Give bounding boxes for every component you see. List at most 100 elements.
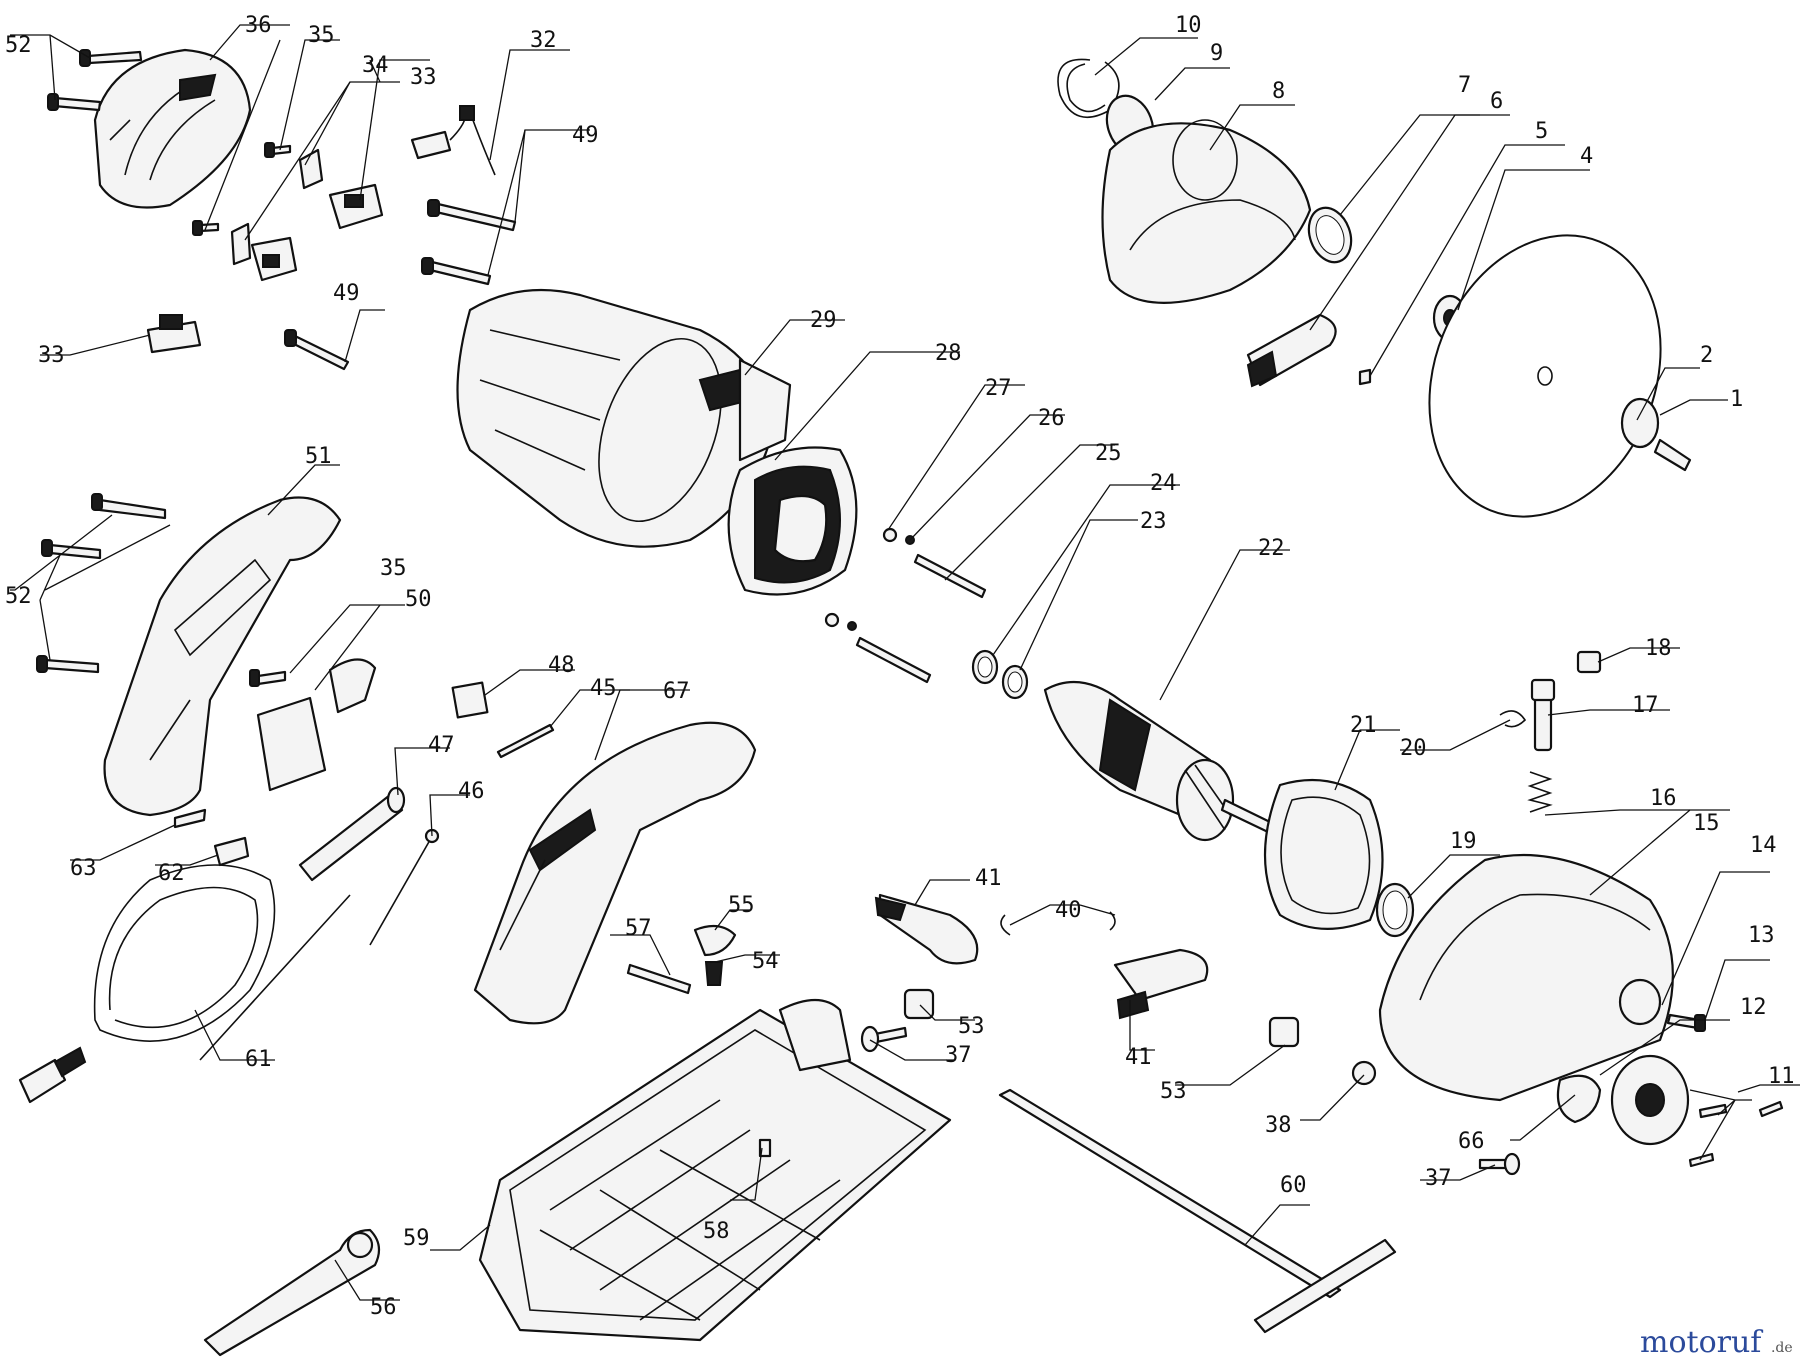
callout-38: 38: [1265, 1113, 1292, 1138]
wm-suffix: .de: [1771, 1340, 1793, 1356]
part-base-plate: [478, 999, 952, 1342]
part-rings: [971, 649, 1029, 700]
callout-4: 4: [1580, 144, 1593, 169]
callout-9: 9: [1210, 41, 1223, 66]
callout-14: 14: [1750, 833, 1777, 858]
callout-63: 63: [70, 856, 97, 881]
part-long-screws: [284, 199, 517, 371]
callout-51: 51: [305, 444, 332, 469]
callout-48: 48: [548, 653, 575, 678]
leader-lines: [10, 24, 1800, 1301]
callout-58: 58: [703, 1219, 730, 1244]
callout-52-left: 52: [5, 584, 32, 609]
part-handle-right: [473, 721, 757, 1025]
callout-49-top: 49: [572, 123, 599, 148]
svg-text:motoruf .de: motoruf .de: [1640, 1325, 1793, 1360]
callout-61: 61: [245, 1047, 272, 1072]
part-clips: [230, 148, 324, 266]
part-set-screw: [758, 1138, 772, 1158]
part-flange-assembly: [1610, 978, 1784, 1168]
callout-37-center: 37: [945, 1043, 972, 1068]
part-depth-levers: [860, 893, 1300, 1053]
callout-24: 24: [1150, 471, 1177, 496]
part-lower-guard: [1378, 854, 1674, 1102]
part-clip-ring: [1375, 710, 1527, 938]
watermark-logo: motoruf .de: [1640, 1325, 1793, 1360]
callout-23: 23: [1140, 509, 1167, 534]
part-lock-pin: [1527, 650, 1602, 813]
callout-29: 29: [810, 308, 837, 333]
callout-21: 21: [1350, 713, 1377, 738]
callout-59: 59: [403, 1226, 430, 1251]
callout-56: 56: [370, 1295, 397, 1320]
callout-50: 50: [405, 587, 432, 612]
callout-26: 26: [1038, 406, 1065, 431]
callout-19: 19: [1450, 829, 1477, 854]
callout-55: 55: [728, 893, 755, 918]
wm-letter-m: motoruf: [1640, 1325, 1763, 1360]
part-wrench: [203, 1228, 381, 1357]
callout-11: 11: [1768, 1064, 1795, 1089]
callout-67: 67: [663, 679, 690, 704]
part-washers-bolt: [1351, 1060, 1602, 1176]
callout-35-top: 35: [308, 23, 335, 48]
callout-41-bottom: 41: [1125, 1045, 1152, 1070]
callout-2: 2: [1700, 343, 1713, 368]
callout-6: 6: [1490, 89, 1503, 114]
callout-17: 17: [1632, 693, 1659, 718]
callout-18: 18: [1645, 636, 1672, 661]
callout-25: 25: [1095, 441, 1122, 466]
callout-13: 13: [1748, 923, 1775, 948]
callout-labels: 1 2 4 5 6 7 8 9 10 11 12 13 14 15 16 17 …: [5, 13, 1795, 1320]
part-end-cap: [93, 48, 252, 209]
part-field-stator: [727, 446, 858, 596]
part-screws-top: [47, 49, 143, 112]
callout-47: 47: [428, 733, 455, 758]
callout-49-left: 49: [333, 281, 360, 306]
callout-46: 46: [458, 779, 485, 804]
callout-35-mid: 35: [380, 556, 407, 581]
callout-33-left: 33: [38, 343, 65, 368]
part-brush: [410, 105, 496, 176]
part-brush-holders: [146, 183, 384, 354]
callout-36: 36: [245, 13, 272, 38]
callout-16: 16: [1650, 786, 1677, 811]
callout-52-top: 52: [5, 33, 32, 58]
callout-27: 27: [985, 376, 1012, 401]
part-clamp: [173, 808, 250, 867]
part-small-screws: [192, 142, 292, 236]
callout-34: 34: [362, 53, 389, 78]
part-levers-small: [626, 924, 737, 995]
part-washers-rod: [824, 527, 987, 684]
callout-1: 1: [1730, 387, 1743, 412]
part-saw-blade: [1428, 234, 1692, 518]
callout-20: 20: [1400, 736, 1427, 761]
part-armature: [1043, 680, 1272, 842]
callout-54: 54: [752, 949, 779, 974]
callout-8: 8: [1272, 79, 1285, 104]
callout-32: 32: [530, 28, 557, 53]
callout-62: 62: [158, 861, 185, 886]
callout-53-right: 53: [1160, 1079, 1187, 1104]
part-baffle: [1263, 778, 1384, 930]
callout-37-right: 37: [1425, 1166, 1452, 1191]
callout-53-center: 53: [958, 1014, 985, 1039]
part-rip-fence: [998, 1088, 1397, 1334]
callout-22: 22: [1258, 536, 1285, 561]
part-switch: [249, 658, 377, 792]
callout-33-top: 33: [410, 65, 437, 90]
callout-57: 57: [625, 916, 652, 941]
callout-5: 5: [1535, 119, 1548, 144]
part-upper-guard: [1101, 119, 1312, 304]
callout-60: 60: [1280, 1173, 1307, 1198]
part-misc-center: [298, 681, 555, 946]
callout-45: 45: [590, 676, 617, 701]
callout-7: 7: [1458, 73, 1471, 98]
callout-40: 40: [1055, 898, 1082, 923]
callout-28: 28: [935, 341, 962, 366]
part-handle-left: [36, 493, 342, 817]
callout-12: 12: [1740, 995, 1767, 1020]
callout-41-top: 41: [975, 866, 1002, 891]
